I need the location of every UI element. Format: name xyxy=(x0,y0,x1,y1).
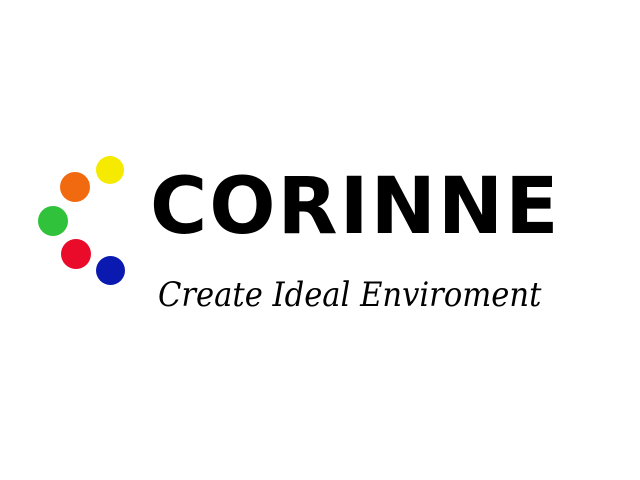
blue-dot-icon xyxy=(96,256,125,285)
brand-name: CORINNE xyxy=(150,162,561,252)
yellow-dot-icon xyxy=(96,156,124,184)
green-dot-icon xyxy=(38,206,68,236)
red-dot-icon xyxy=(61,239,91,269)
brand-tagline: Create Ideal Enviroment xyxy=(158,275,542,315)
orange-dot-icon xyxy=(60,172,90,202)
